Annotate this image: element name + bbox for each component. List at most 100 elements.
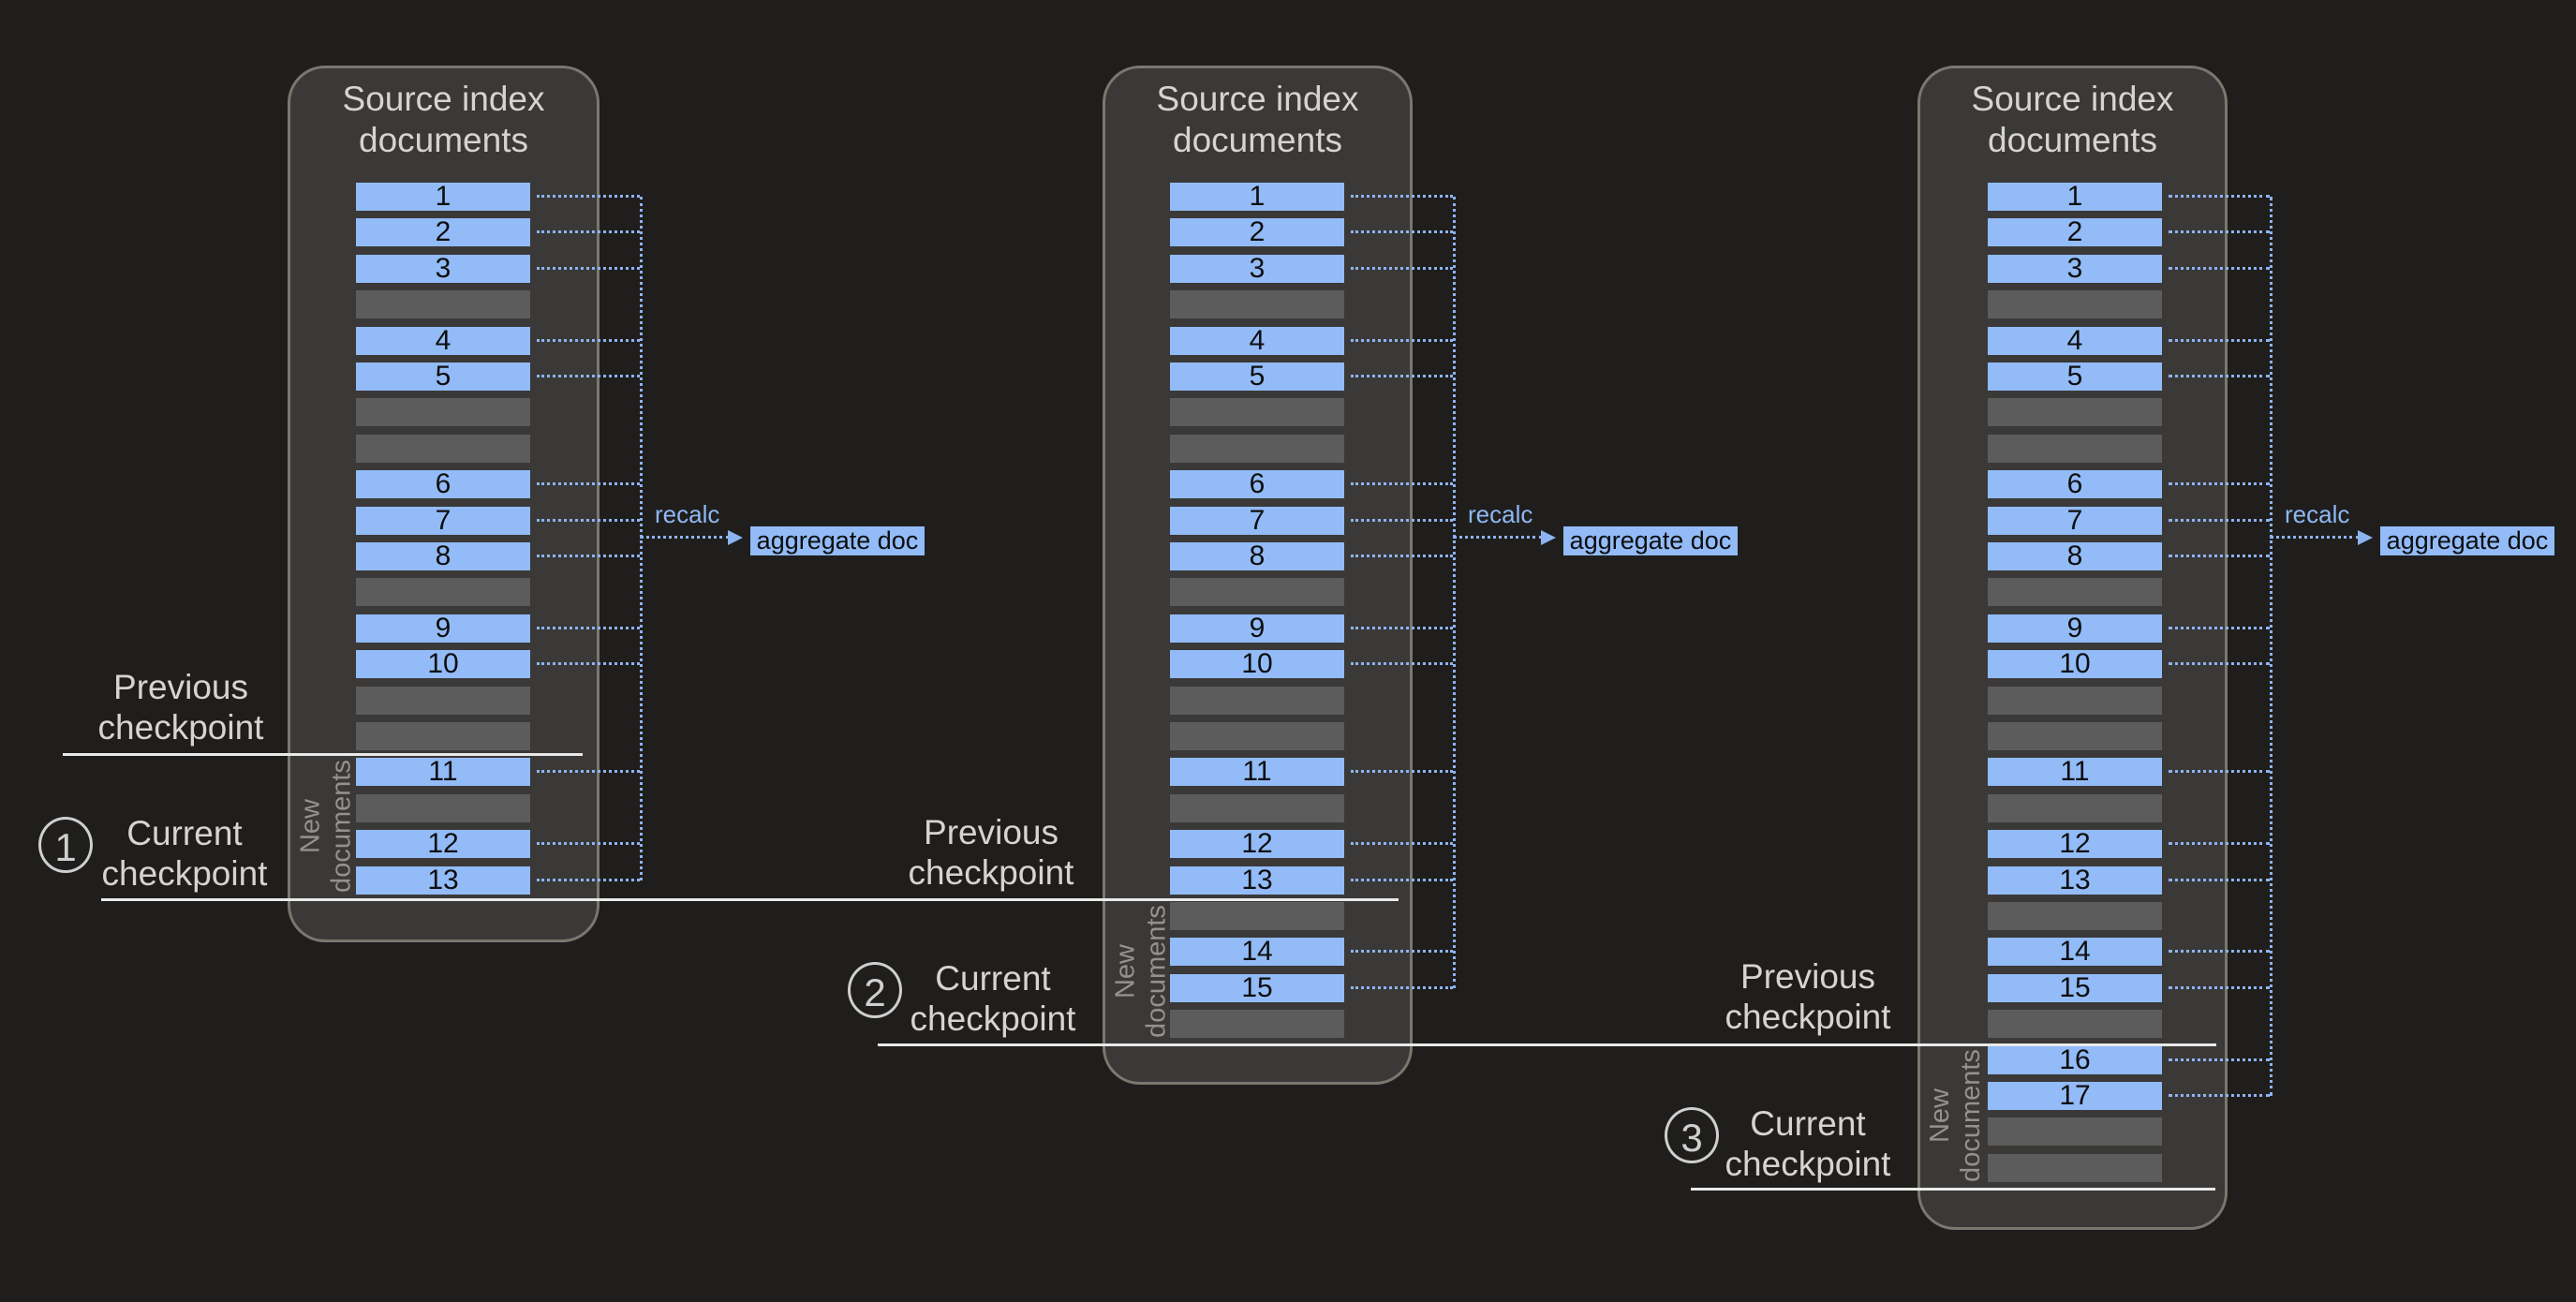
doc-connector-line <box>537 878 640 881</box>
previous-checkpoint-label: Previous checkpoint <box>908 813 1074 892</box>
document-bar: 11 <box>1988 758 2162 787</box>
document-bar: 14 <box>1988 938 2162 967</box>
doc-connector-line <box>1351 770 1453 774</box>
doc-connector-line <box>2169 985 2270 989</box>
document-bar: 15 <box>1988 973 2162 1002</box>
panel-title: Source index documents <box>342 80 545 159</box>
empty-slot-bar <box>1170 793 1344 822</box>
doc-connector-line <box>2169 878 2270 881</box>
document-bar: 2 <box>1170 218 1344 247</box>
doc-connector-line <box>1351 338 1453 342</box>
document-bar: 17 <box>1988 1082 2162 1110</box>
doc-connector-line <box>1351 878 1453 881</box>
document-bar: 4 <box>1170 326 1344 355</box>
empty-slot-bar <box>1170 902 1344 930</box>
document-bar: 10 <box>1170 650 1344 679</box>
doc-connector-line <box>537 375 640 377</box>
empty-slot-bar <box>1170 722 1344 750</box>
document-bar: 10 <box>356 650 530 679</box>
document-bar: 12 <box>356 830 530 859</box>
empty-slot-bar <box>1988 1153 2162 1182</box>
empty-slot-bar <box>356 722 530 750</box>
empty-slot-bar <box>356 290 530 319</box>
empty-slot-bar <box>1988 722 2162 750</box>
collector-line <box>2270 197 2273 1096</box>
doc-connector-line <box>1351 195 1453 198</box>
document-bar: 9 <box>1988 614 2162 643</box>
doc-connector-line <box>2169 518 2270 522</box>
doc-connector-line <box>537 555 640 557</box>
empty-slot-bar <box>1988 686 2162 715</box>
empty-slot-bar <box>1988 1117 2162 1147</box>
current-checkpoint-label: Current checkpoint <box>101 814 268 893</box>
recalc-arrow-line <box>2270 536 2360 539</box>
doc-connector-line <box>2169 555 2270 557</box>
document-bar: 8 <box>1170 542 1344 570</box>
recalc-label: recalc <box>655 500 720 528</box>
doc-connector-line <box>2169 842 2270 846</box>
empty-slot-bar <box>1988 434 2162 463</box>
empty-slot-bar <box>1170 434 1344 463</box>
doc-connector-line <box>537 482 640 486</box>
collector-line <box>1453 197 1456 988</box>
panel-title: Source index documents <box>1156 80 1359 159</box>
doc-connector-line <box>537 518 640 522</box>
empty-slot-bar <box>1988 398 2162 427</box>
checkpoint-number-badge: 1 <box>38 817 93 873</box>
doc-connector-line <box>2169 662 2270 666</box>
doc-connector-line <box>537 195 640 198</box>
checkpoint-number-badge: 3 <box>1665 1107 1719 1163</box>
doc-connector-line <box>2169 338 2270 342</box>
aggregate-doc-box: aggregate doc <box>1563 526 1738 555</box>
current-checkpoint-label: Current checkpoint <box>1725 1104 1891 1183</box>
recalc-arrow-line <box>1453 536 1543 539</box>
document-bar: 4 <box>1988 326 2162 355</box>
document-bar: 3 <box>356 254 530 283</box>
document-bar: 14 <box>1170 938 1344 967</box>
doc-connector-line <box>2169 375 2270 377</box>
document-bar: 16 <box>1988 1045 2162 1074</box>
doc-connector-line <box>1351 842 1453 846</box>
document-bar: 3 <box>1988 254 2162 283</box>
document-bar: 2 <box>356 218 530 247</box>
doc-connector-line <box>537 626 640 629</box>
checkpoint-line-1 <box>63 753 583 756</box>
document-bar: 11 <box>356 758 530 787</box>
empty-slot-bar <box>1170 1010 1344 1039</box>
doc-connector-line <box>2169 1094 2270 1097</box>
document-bar: 5 <box>1988 362 2162 391</box>
doc-connector-line <box>1351 950 1453 954</box>
empty-slot-bar <box>1988 902 2162 930</box>
recalc-arrowhead-icon <box>1541 529 1556 545</box>
document-bar: 7 <box>356 506 530 535</box>
doc-connector-line <box>537 770 640 774</box>
doc-connector-line <box>2169 266 2270 270</box>
document-bar: 8 <box>356 542 530 570</box>
checkpoint-line-4 <box>1691 1188 2215 1191</box>
document-bar: 11 <box>1170 758 1344 787</box>
recalc-label: recalc <box>1468 500 1533 528</box>
doc-connector-line <box>537 842 640 846</box>
document-bar: 3 <box>1170 254 1344 283</box>
doc-connector-line <box>1351 482 1453 486</box>
document-bar: 7 <box>1170 506 1344 535</box>
doc-connector-line <box>1351 230 1453 234</box>
document-bar: 6 <box>1988 470 2162 499</box>
document-bar: 13 <box>356 866 530 895</box>
doc-connector-line <box>2169 950 2270 954</box>
document-bar: 9 <box>356 614 530 643</box>
document-bar: 6 <box>1170 470 1344 499</box>
empty-slot-bar <box>1988 1010 2162 1039</box>
recalc-arrow-line <box>640 536 730 539</box>
empty-slot-bar <box>356 434 530 463</box>
document-bar: 1 <box>1170 183 1344 211</box>
recalc-label: recalc <box>2285 500 2350 528</box>
empty-slot-bar <box>356 398 530 427</box>
empty-slot-bar <box>1170 686 1344 715</box>
document-bar: 12 <box>1988 830 2162 859</box>
document-bar: 10 <box>1988 650 2162 679</box>
doc-connector-line <box>537 266 640 270</box>
doc-connector-line <box>2169 195 2270 198</box>
empty-slot-bar <box>356 686 530 715</box>
